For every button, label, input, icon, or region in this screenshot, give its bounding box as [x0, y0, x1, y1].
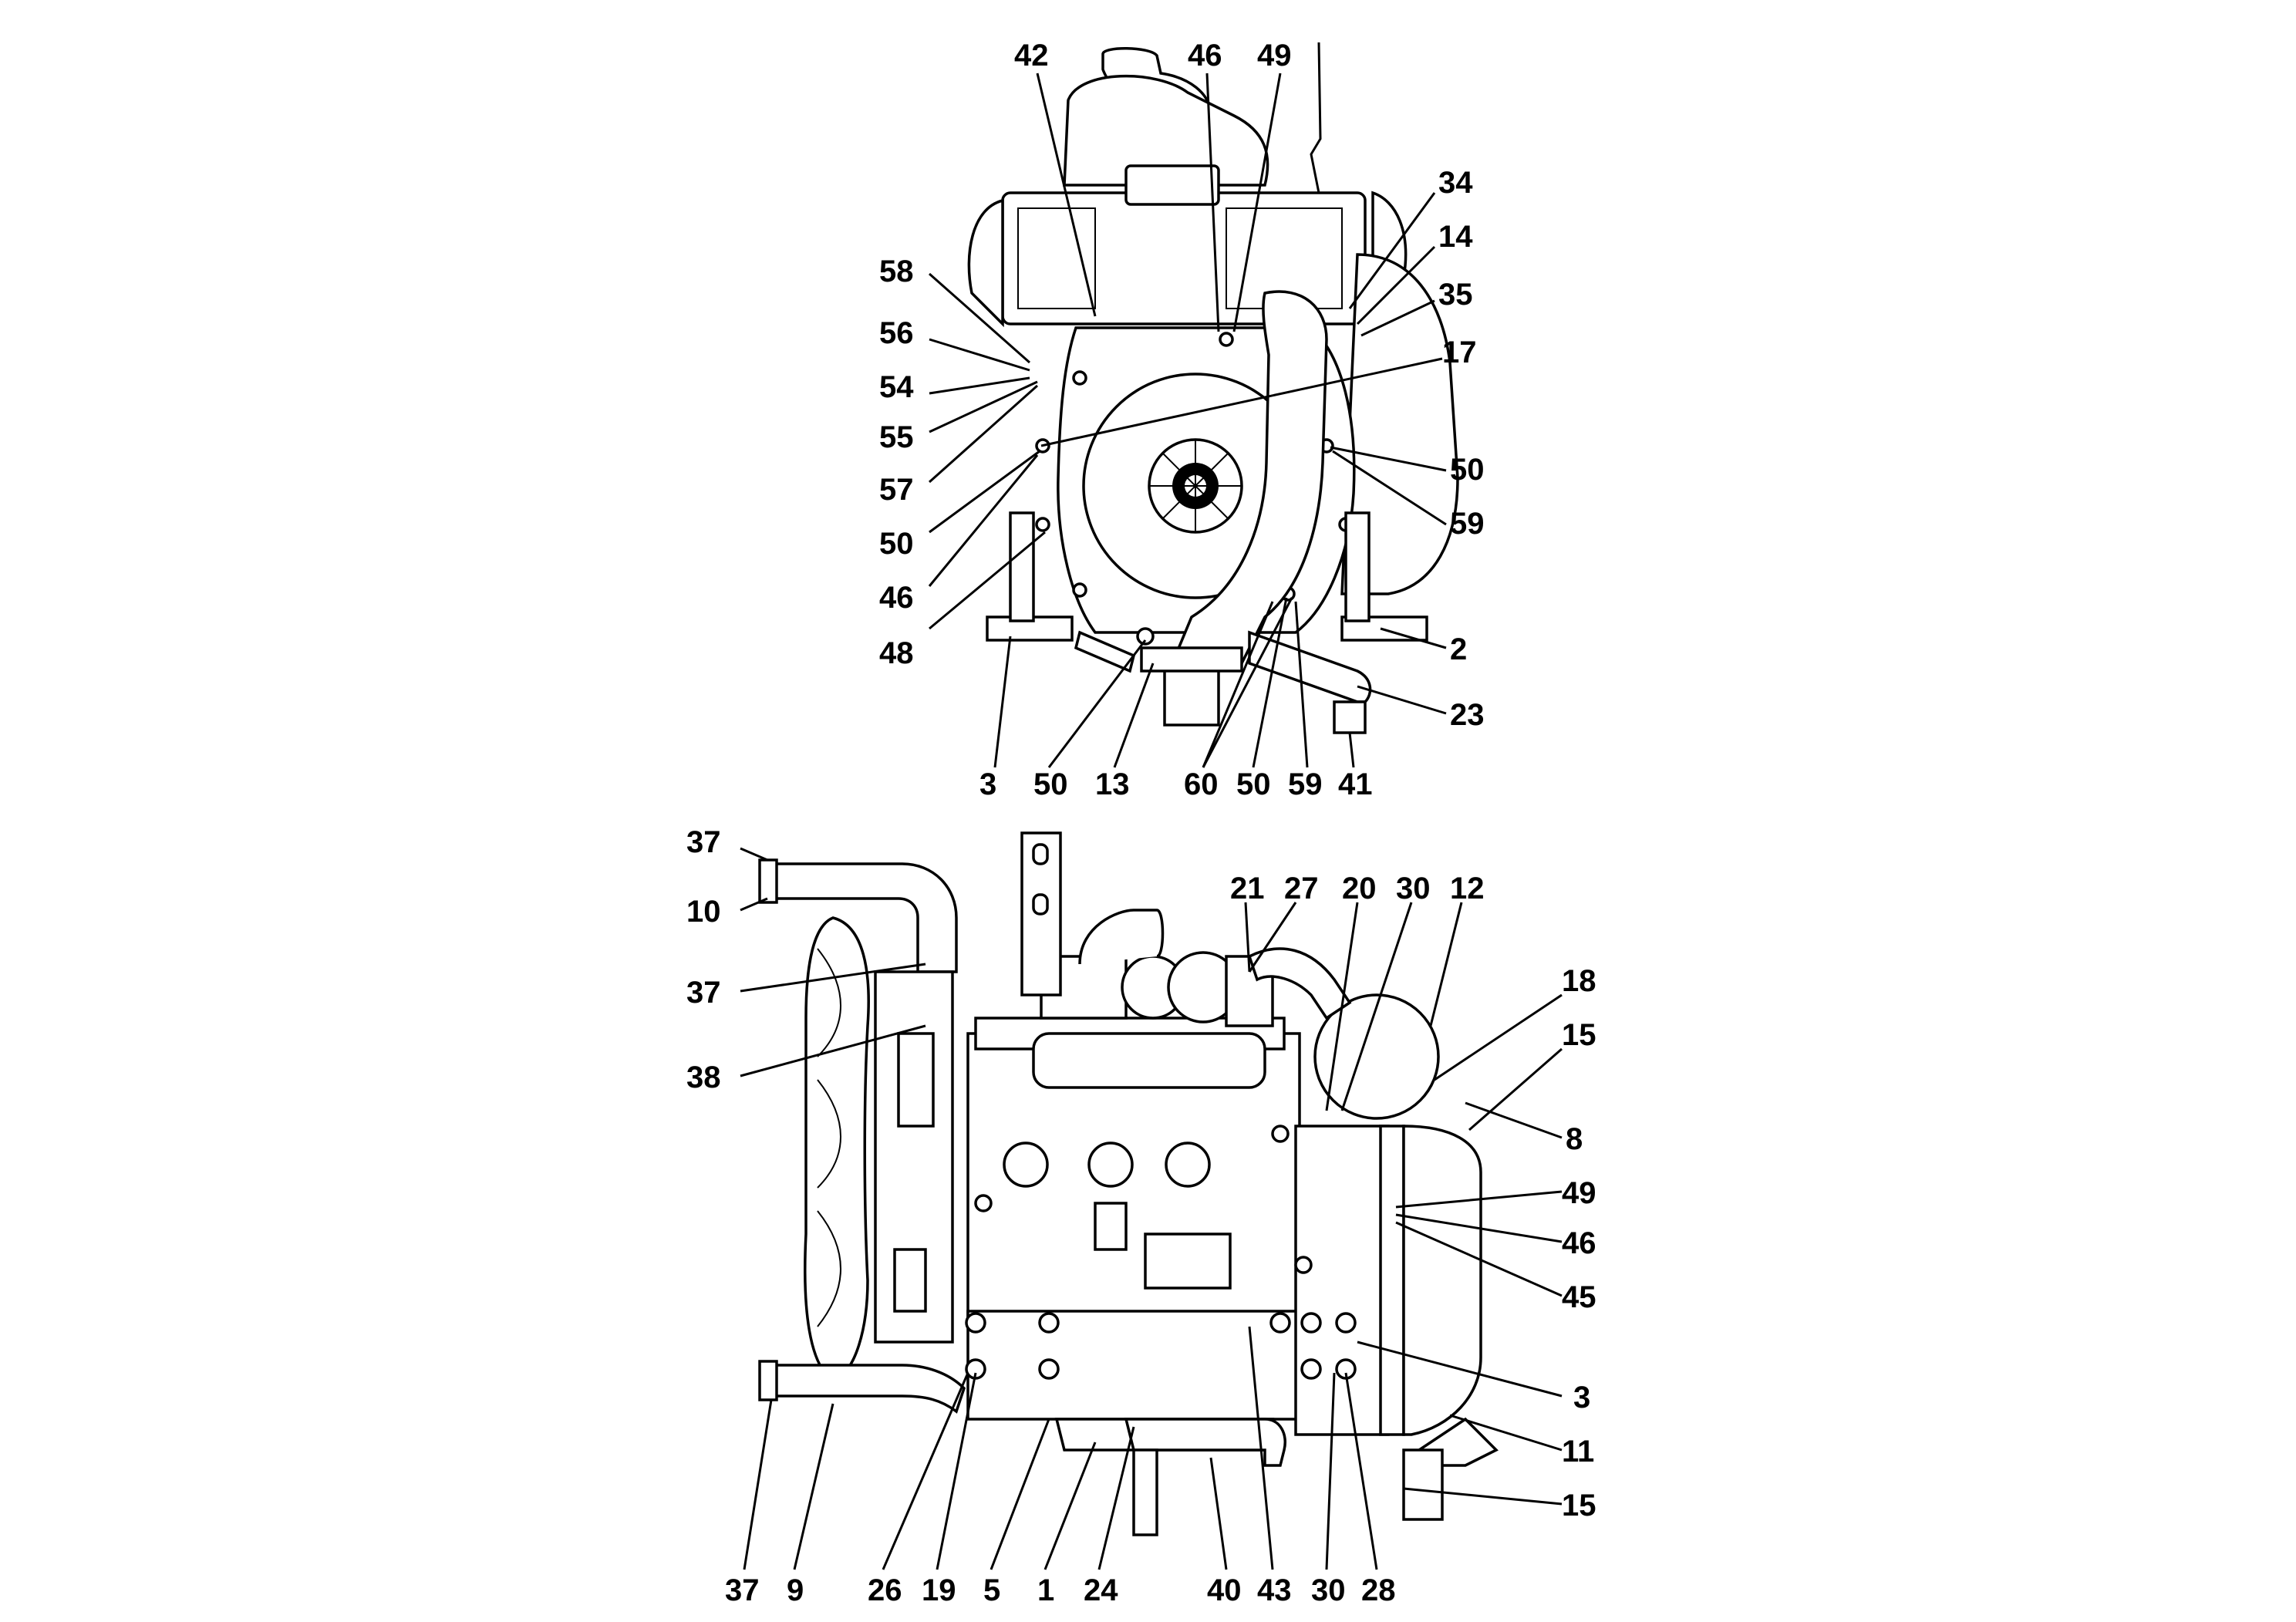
- callout-1: 1: [1037, 1573, 1054, 1607]
- callout-50: 50: [1033, 767, 1068, 801]
- callout-15: 15: [1562, 1489, 1596, 1523]
- callout-8: 8: [1566, 1122, 1583, 1156]
- callout-14: 14: [1438, 220, 1473, 254]
- engine-side-view: [758, 831, 1499, 1536]
- callout-19: 19: [922, 1573, 956, 1607]
- upper-view-callouts: 42 46 49 34 14 35 17 58 56 54 55 57 50 4…: [879, 39, 1485, 801]
- callout-54: 54: [879, 370, 914, 404]
- callout-50: 50: [1450, 453, 1485, 487]
- callout-15: 15: [1562, 1018, 1596, 1052]
- callout-30: 30: [1311, 1573, 1346, 1607]
- callout-50: 50: [879, 527, 914, 561]
- callout-2: 2: [1450, 632, 1467, 666]
- callout-49: 49: [1257, 39, 1292, 73]
- callout-49: 49: [1562, 1176, 1596, 1210]
- callout-34: 34: [1438, 166, 1473, 200]
- callout-55: 55: [879, 420, 914, 454]
- callout-26: 26: [868, 1573, 902, 1607]
- leader-lines: [740, 73, 1563, 1570]
- callout-40: 40: [1207, 1573, 1242, 1607]
- callout-5: 5: [983, 1573, 1000, 1607]
- callout-11: 11: [1562, 1435, 1594, 1469]
- callout-17: 17: [1442, 336, 1477, 369]
- callout-46: 46: [879, 581, 914, 615]
- callout-56: 56: [879, 316, 914, 350]
- callout-3: 3: [979, 767, 996, 801]
- callout-37: 37: [686, 976, 721, 1010]
- callout-12: 12: [1450, 872, 1485, 905]
- callout-27: 27: [1284, 872, 1319, 905]
- callout-59: 59: [1288, 767, 1323, 801]
- callout-46: 46: [1562, 1226, 1596, 1260]
- callout-41: 41: [1338, 767, 1373, 801]
- callout-23: 23: [1450, 698, 1485, 732]
- callout-10: 10: [686, 895, 721, 929]
- callout-48: 48: [879, 636, 914, 670]
- callout-50: 50: [1236, 767, 1271, 801]
- callout-20: 20: [1342, 872, 1377, 905]
- callout-35: 35: [1438, 278, 1473, 312]
- callout-18: 18: [1562, 964, 1596, 998]
- callout-45: 45: [1562, 1280, 1596, 1314]
- callout-13: 13: [1095, 767, 1130, 801]
- callout-21: 21: [1230, 872, 1265, 905]
- callout-46: 46: [1188, 39, 1222, 73]
- callout-59: 59: [1450, 507, 1485, 541]
- callout-58: 58: [879, 255, 914, 288]
- callout-30: 30: [1396, 872, 1431, 905]
- engine-front-view: [967, 42, 1459, 734]
- callout-24: 24: [1084, 1573, 1118, 1607]
- callout-28: 28: [1361, 1573, 1396, 1607]
- callout-37: 37: [725, 1573, 760, 1607]
- callout-3: 3: [1573, 1381, 1590, 1415]
- callout-37: 37: [686, 825, 721, 859]
- callout-60: 60: [1184, 767, 1219, 801]
- callout-57: 57: [879, 473, 914, 507]
- callout-43: 43: [1257, 1573, 1292, 1607]
- callout-9: 9: [787, 1573, 804, 1607]
- callout-42: 42: [1014, 39, 1049, 73]
- lower-view-callouts: 37 10 37 38 21 27 20 30 12 18 15 8 49 46…: [686, 825, 1596, 1607]
- callout-38: 38: [686, 1061, 721, 1094]
